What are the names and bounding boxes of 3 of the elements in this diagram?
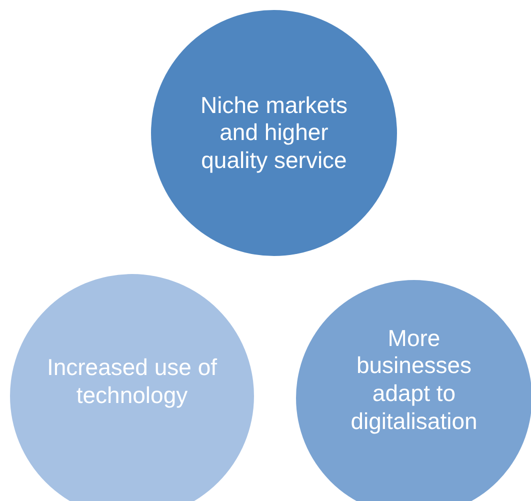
- node-label: More businesses adapt to digitalisation: [350, 324, 478, 436]
- node-label: Niche markets and higher quality service: [200, 92, 348, 174]
- node-label: Increased use of technology: [46, 354, 218, 410]
